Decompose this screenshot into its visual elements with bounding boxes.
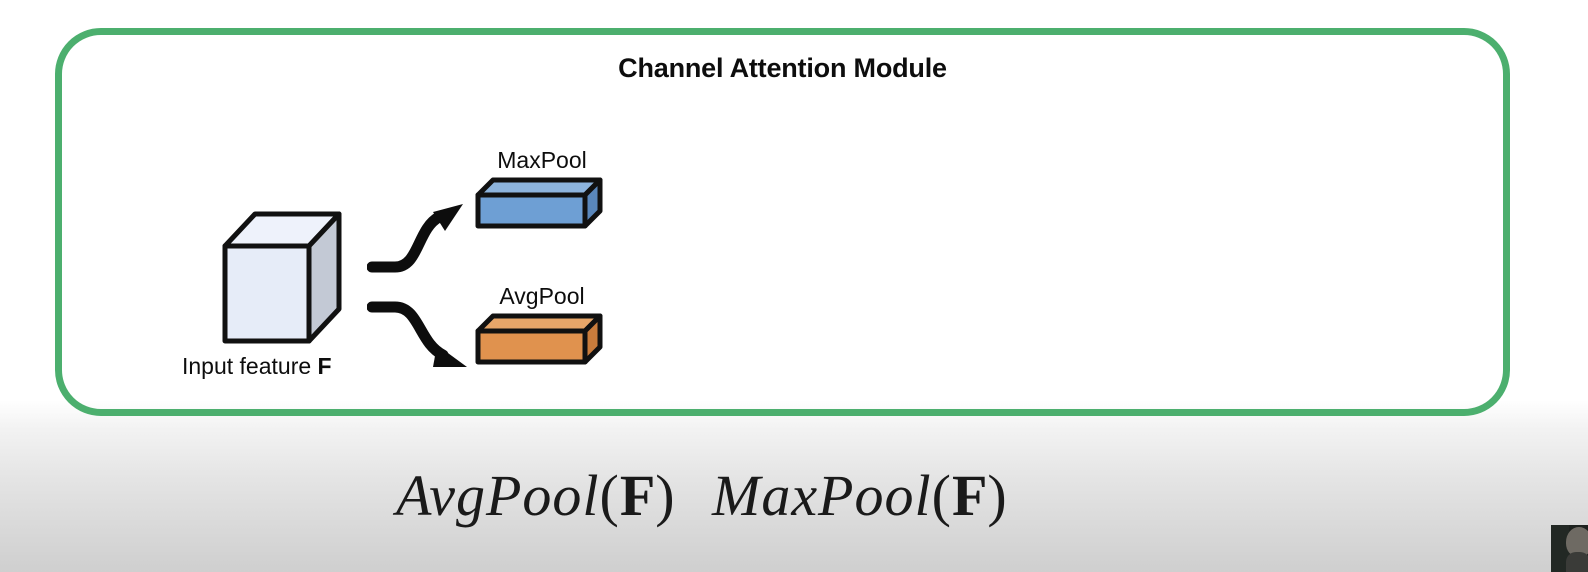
maxpool-formula: MaxPool(F): [712, 462, 1008, 529]
presenter-background: [1551, 525, 1569, 572]
input-feature-label: Input feature F: [182, 353, 332, 380]
avgpool-formula-func: AvgPool: [396, 463, 600, 528]
maxpool-box: [475, 177, 609, 229]
maxpool-formula-close-paren: ): [987, 463, 1008, 528]
avgpool-formula-close-paren: ): [655, 463, 676, 528]
maxpool-formula-open-paren: (: [931, 463, 952, 528]
avgpool-label: AvgPool: [499, 283, 585, 309]
presenter-head: [1566, 527, 1588, 557]
channel-attention-module-frame: Channel Attention Module Input feature F: [55, 28, 1510, 416]
maxpool-formula-func: MaxPool: [712, 463, 932, 528]
input-feature-cube: [222, 210, 342, 345]
branch-arrows: [367, 195, 492, 380]
presenter-body: [1566, 552, 1588, 572]
avgpool-formula-arg: F: [619, 463, 656, 528]
maxpool-branch: MaxPool: [475, 147, 609, 229]
maxpool-label: MaxPool: [497, 147, 587, 173]
avgpool-branch: AvgPool: [475, 283, 609, 365]
avgpool-formula-open-paren: (: [599, 463, 620, 528]
maxpool-formula-arg: F: [951, 463, 988, 528]
arrow-to-avgpool: [367, 301, 467, 367]
presenter-webcam-overlay[interactable]: [1551, 525, 1588, 572]
input-feature-symbol: F: [317, 353, 332, 379]
input-feature-label-text: Input feature: [182, 353, 318, 379]
avgpool-formula: AvgPool(F): [396, 462, 676, 529]
arrow-to-maxpool: [367, 204, 463, 273]
module-title: Channel Attention Module: [618, 53, 947, 83]
avgpool-box: [475, 313, 609, 365]
